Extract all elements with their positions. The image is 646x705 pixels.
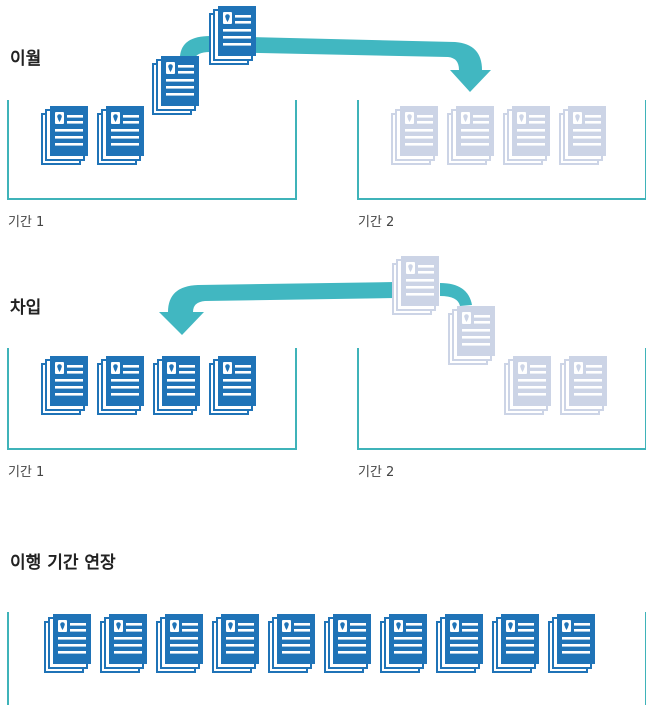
ghost-document-icon bbox=[560, 355, 608, 415]
period2-label: 기간 2 bbox=[358, 465, 394, 480]
document-icon bbox=[209, 5, 257, 65]
ghost-document-icon bbox=[448, 305, 496, 365]
ghost-document-icon bbox=[447, 105, 495, 165]
document-icon bbox=[209, 355, 257, 415]
document-icon bbox=[156, 613, 204, 673]
period1-label: 기간 1 bbox=[8, 215, 44, 230]
document-icon bbox=[152, 55, 200, 115]
ghost-document-icon bbox=[503, 105, 551, 165]
document-icon bbox=[97, 105, 145, 165]
document-icon bbox=[436, 613, 484, 673]
period1-frame bbox=[7, 100, 297, 200]
document-icon bbox=[492, 613, 540, 673]
document-icon bbox=[153, 355, 201, 415]
document-icon bbox=[44, 613, 92, 673]
document-icon bbox=[100, 613, 148, 673]
document-icon bbox=[324, 613, 372, 673]
ghost-document-icon bbox=[391, 105, 439, 165]
period2-label: 기간 2 bbox=[358, 215, 394, 230]
document-icon bbox=[380, 613, 428, 673]
document-icon bbox=[548, 613, 596, 673]
ghost-document-icon bbox=[559, 105, 607, 165]
borrow-title: 차입 bbox=[10, 298, 41, 318]
ghost-document-icon bbox=[392, 255, 440, 315]
period2-frame bbox=[357, 100, 646, 200]
carry-forward-arrow-icon bbox=[180, 36, 491, 92]
document-icon bbox=[41, 355, 89, 415]
period1-label: 기간 1 bbox=[8, 465, 44, 480]
period2-frame bbox=[357, 348, 646, 450]
borrow-connector bbox=[440, 283, 472, 306]
extend-frame bbox=[7, 612, 646, 705]
ghost-document-icon bbox=[504, 355, 552, 415]
extend-title: 이행 기간 연장 bbox=[10, 553, 116, 573]
document-icon bbox=[268, 613, 316, 673]
borrow-arrow-icon bbox=[159, 282, 395, 335]
document-icon bbox=[212, 613, 260, 673]
document-icon bbox=[97, 355, 145, 415]
period1-frame bbox=[7, 348, 297, 450]
document-icon bbox=[41, 105, 89, 165]
carry-forward-title: 이월 bbox=[10, 49, 41, 69]
